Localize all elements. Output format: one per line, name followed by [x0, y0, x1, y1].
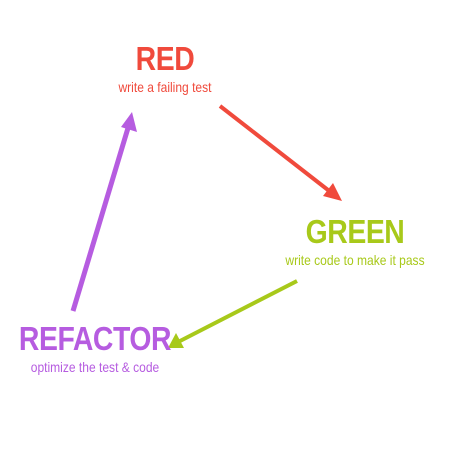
node-green-subtitle: write code to make it pass	[285, 252, 425, 268]
node-green-title: GREEN	[305, 213, 405, 250]
node-refactor: REFACTOR optimize the test & code	[0, 322, 190, 376]
node-refactor-title: REFACTOR	[18, 320, 172, 357]
node-red: RED write a failing test	[60, 42, 270, 96]
node-red-subtitle: write a failing test	[118, 79, 212, 95]
arrow-red-to-green-head	[323, 183, 342, 201]
arrow-red-to-green-shaft	[218, 104, 330, 192]
node-red-title: RED	[135, 40, 195, 77]
node-refactor-subtitle: optimize the test & code	[30, 359, 160, 375]
arrow-refactor-to-red-head	[121, 112, 137, 132]
arrow-green-to-refactor-shaft	[179, 279, 298, 343]
arrow-red-to-green	[218, 104, 342, 201]
arrow-green-to-refactor-head	[168, 333, 184, 348]
arrow-refactor-to-red	[70, 112, 137, 312]
arrow-green-to-refactor	[168, 279, 298, 348]
node-green: GREEN write code to make it pass	[250, 215, 450, 269]
arrow-refactor-to-red-shaft	[70, 127, 131, 312]
